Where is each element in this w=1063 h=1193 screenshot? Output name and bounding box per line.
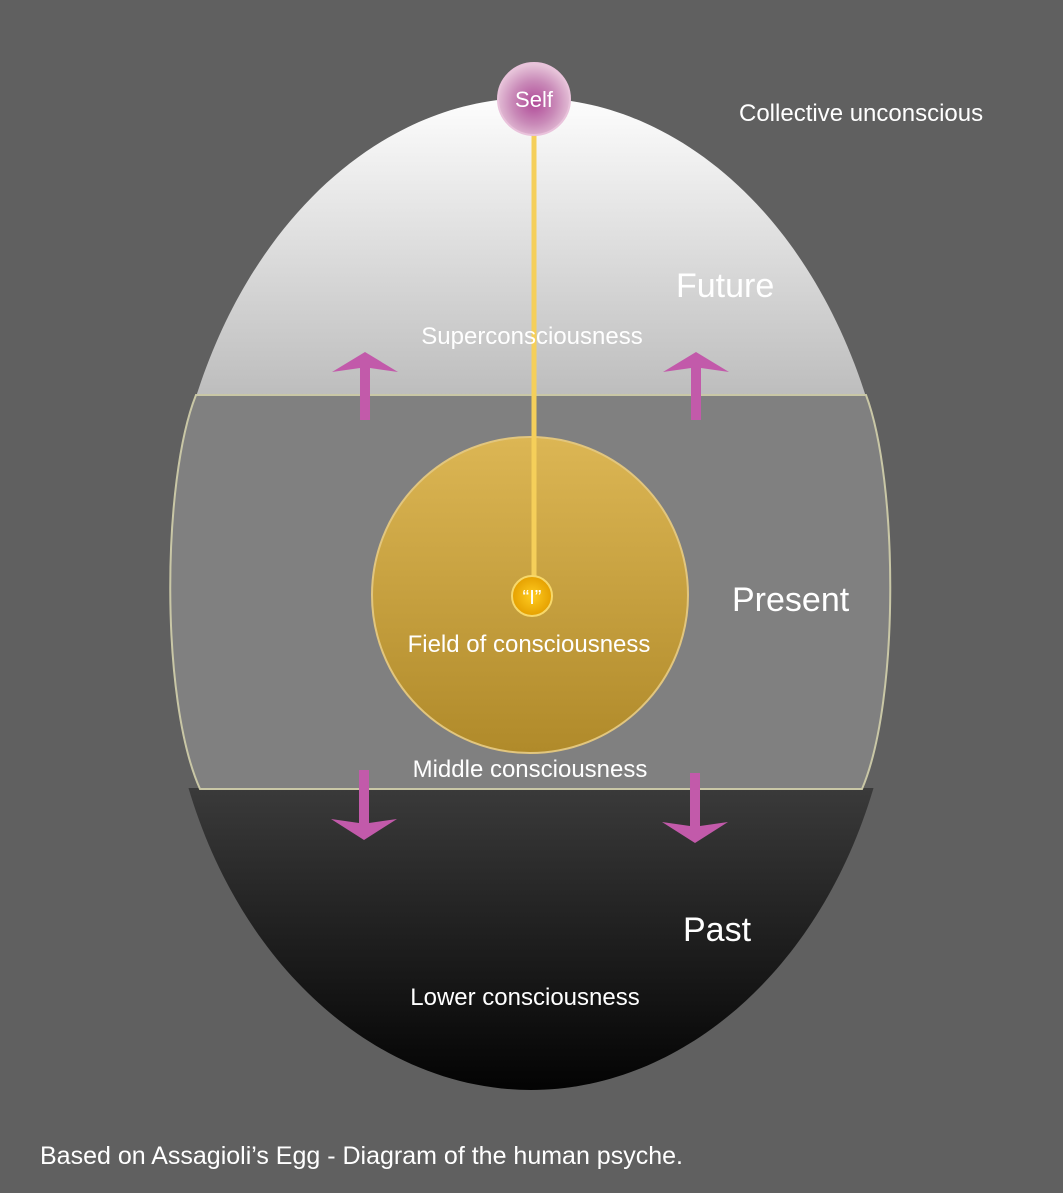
lower-consciousness-label: Lower consciousness — [410, 984, 639, 1011]
middle-consciousness-label: Middle consciousness — [413, 756, 648, 783]
field-of-consciousness-label: Field of consciousness — [408, 631, 651, 658]
collective-unconscious-label: Collective unconscious — [739, 100, 983, 127]
arrow-up-right-icon — [663, 352, 729, 420]
diagram-caption: Based on Assagioli’s Egg - Diagram of th… — [40, 1142, 683, 1170]
upper-band — [163, 98, 899, 396]
i-node — [511, 575, 553, 617]
arrow-down-left-icon — [331, 770, 397, 840]
self-node — [497, 62, 571, 136]
self-label: Self — [515, 87, 554, 112]
arrow-up-left-icon — [332, 352, 398, 420]
i-label: “I” — [523, 587, 542, 609]
past-label: Past — [683, 911, 752, 949]
lower-band — [163, 788, 899, 1090]
present-label: Present — [732, 581, 850, 619]
superconsciousness-label: Superconsciousness — [421, 323, 642, 350]
future-label: Future — [676, 267, 774, 305]
arrow-down-right-icon — [662, 773, 728, 843]
